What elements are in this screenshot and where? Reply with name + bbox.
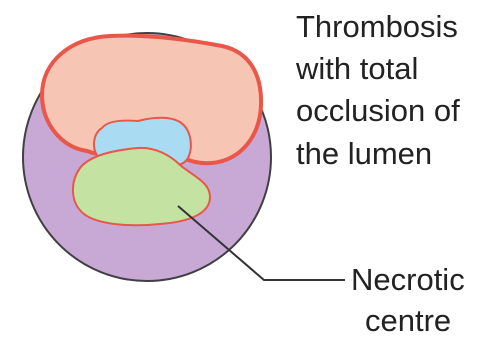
caption-line-3: occlusion of	[296, 93, 460, 128]
caption-line-4: the lumen	[296, 136, 432, 171]
necrotic-label-line-2: centre	[365, 303, 451, 338]
caption-line-2: with total	[295, 51, 418, 86]
caption-line-1: Thrombosis	[296, 9, 458, 44]
necrotic-label-line-1: Necrotic	[351, 262, 465, 297]
